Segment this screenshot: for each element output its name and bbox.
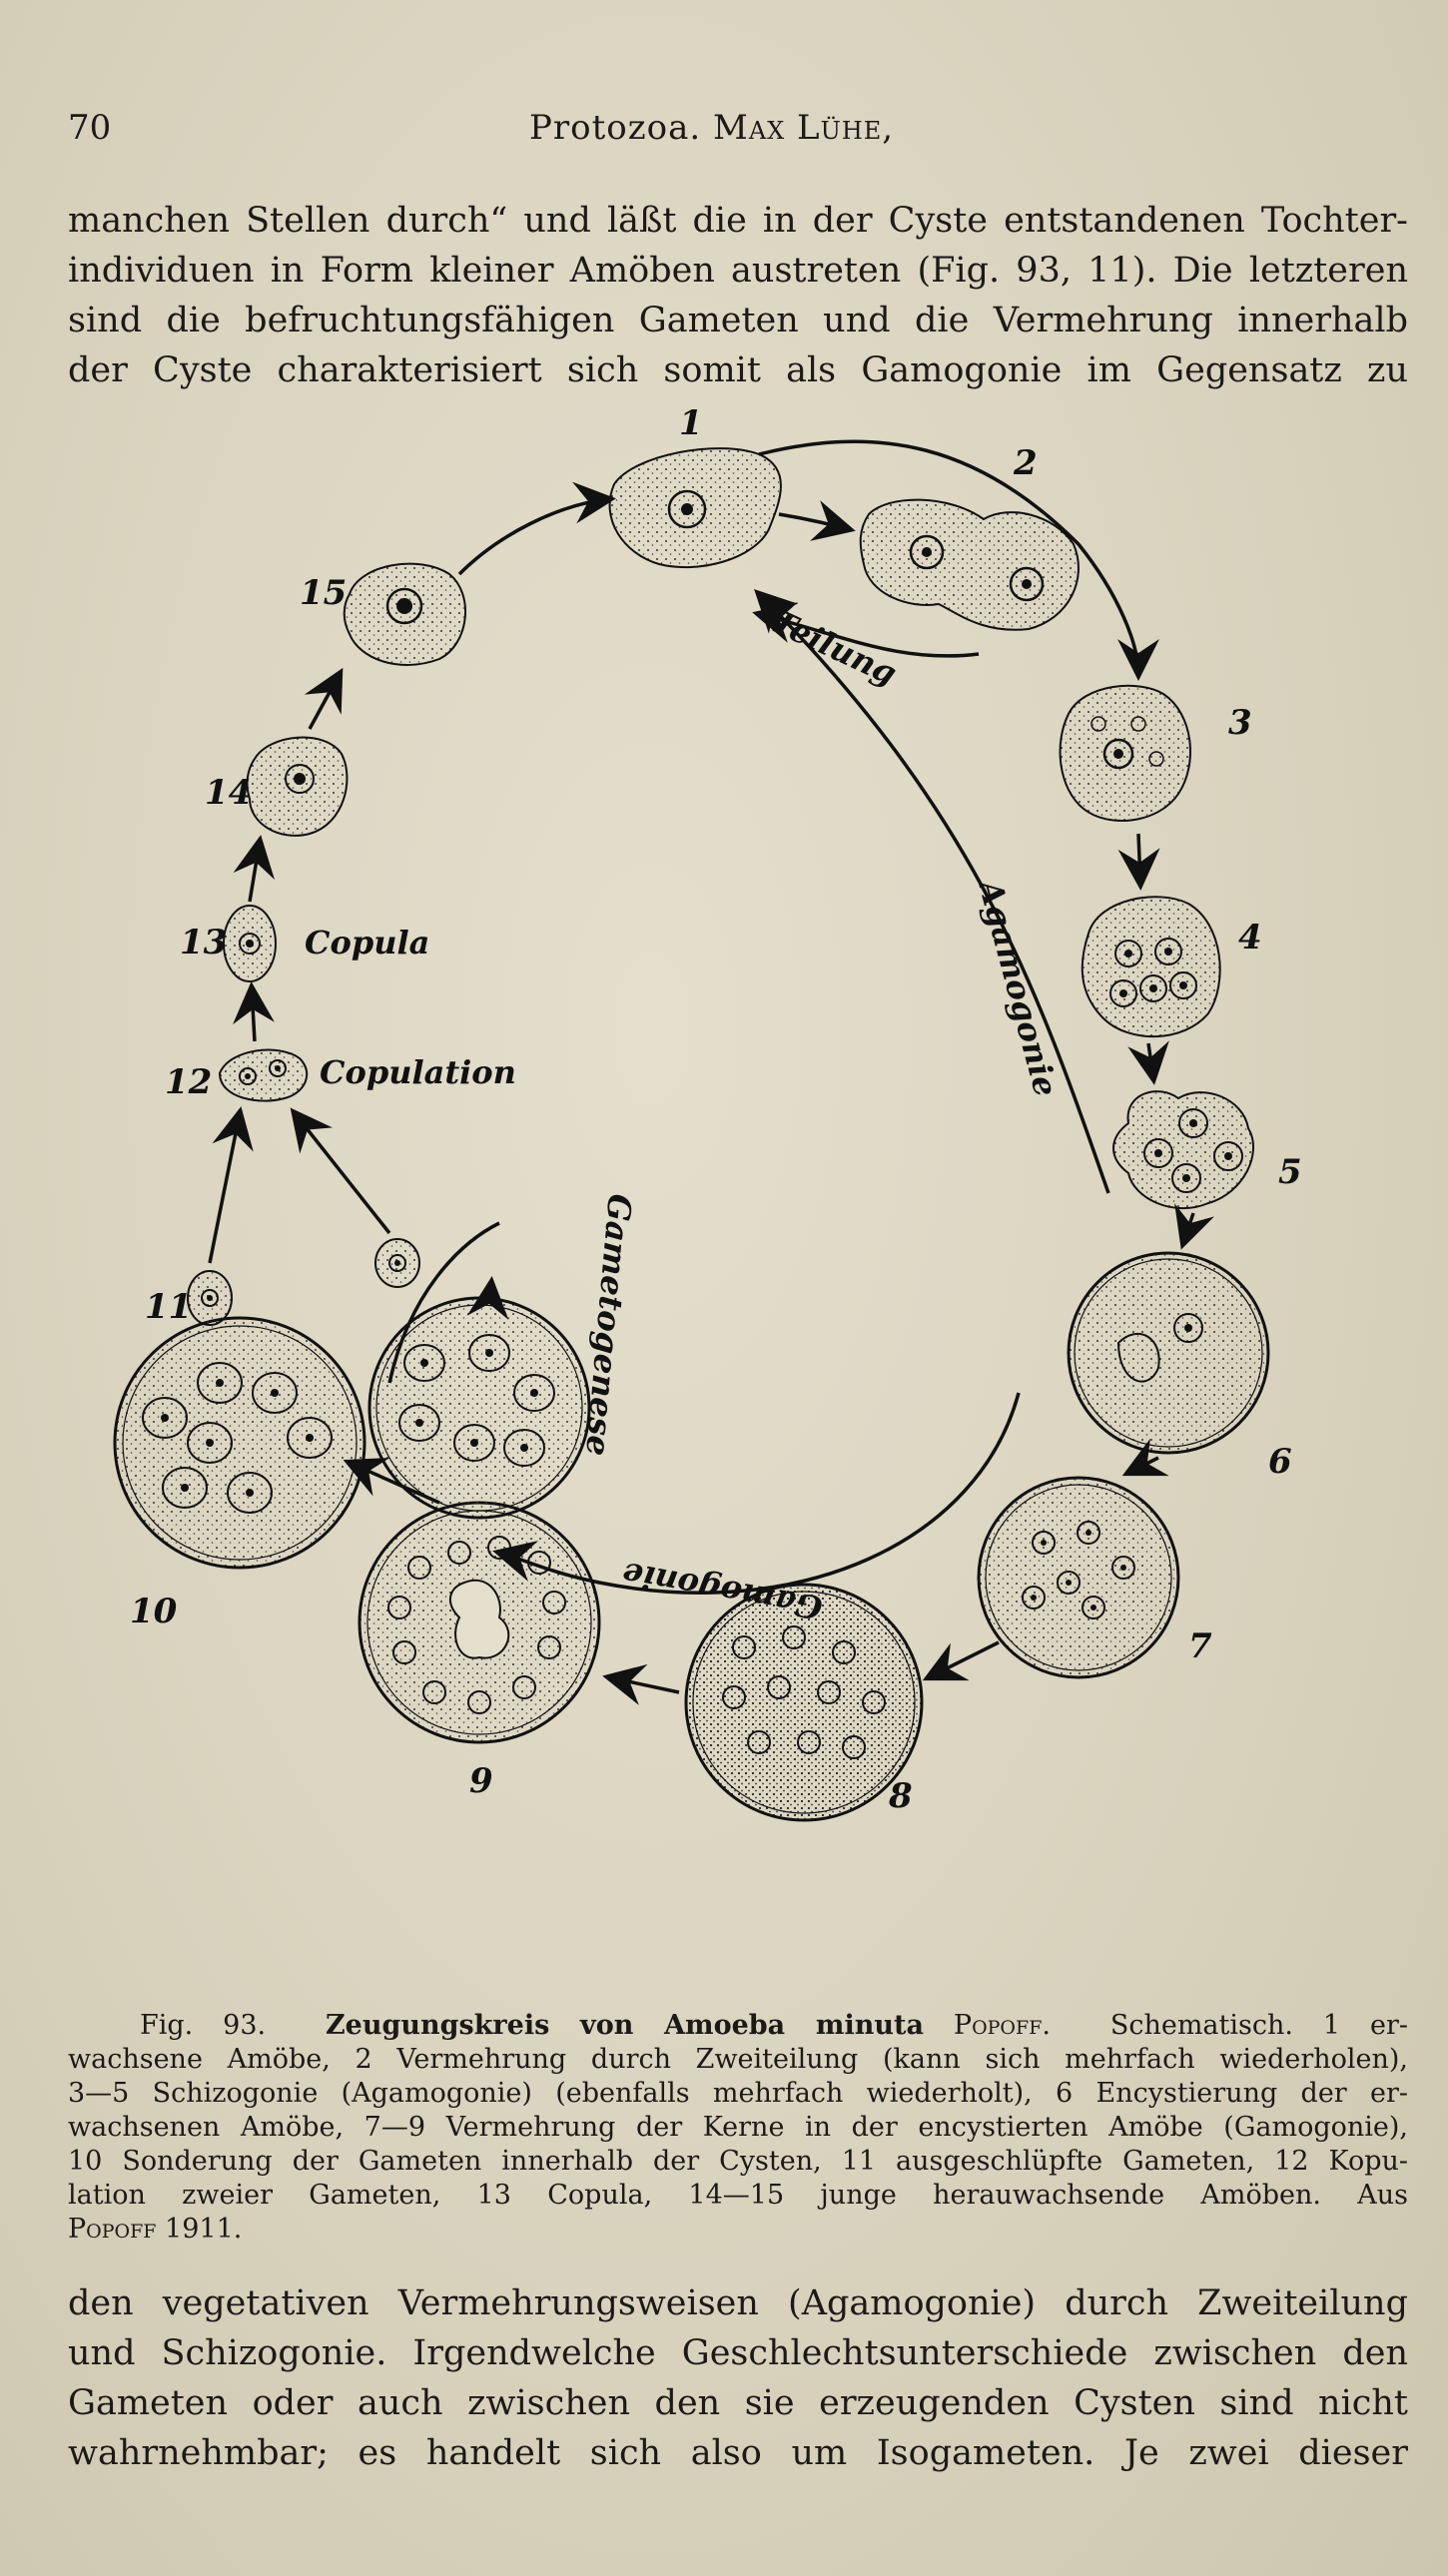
label-agamogonie: Agamogonie xyxy=(970,873,1065,1100)
caption-line: Popoff 1911. xyxy=(68,2214,243,2245)
label-1: 1 xyxy=(679,403,703,443)
cycle-arrows xyxy=(208,439,1214,1705)
text-line: und Schizogonie. Irgendwelche Geschlecht… xyxy=(68,2333,1408,2373)
stage-6-cyst xyxy=(1067,1251,1270,1455)
stage-12-copulation xyxy=(218,1048,309,1102)
stage-10-cyst-left xyxy=(113,1316,366,1570)
caption-author: Popoff. xyxy=(953,2010,1051,2041)
label-7: 7 xyxy=(1188,1626,1212,1666)
label-copulation: Copulation xyxy=(320,1053,516,1091)
label-5: 5 xyxy=(1278,1152,1302,1192)
label-4: 4 xyxy=(1238,918,1262,958)
caption-line: Fig. 93. Zeugungskreis von Amoeba minuta… xyxy=(68,2009,1408,2043)
label-10: 10 xyxy=(130,1592,178,1631)
page-number: 70 xyxy=(68,108,112,148)
text-line: individuen in Form kleiner Amöben austre… xyxy=(68,251,1408,291)
stage-4-schizont xyxy=(1081,896,1221,1038)
caption-fig-label: Fig. 93. xyxy=(140,2010,267,2041)
label-gametogenese: Gametogenese xyxy=(578,1192,639,1457)
text-line: wahrnehmbar; es handelt sich also um Iso… xyxy=(68,2433,1408,2473)
stage-11-gametes xyxy=(187,1238,420,1326)
stage-14-young-amoeba xyxy=(246,736,349,837)
stage-15-young-amoeba xyxy=(343,562,466,666)
figure-93: 1 2 3 4 5 6 7 8 9 10 11 12 13 14 15 Teil… xyxy=(80,394,1398,1992)
label-6: 6 xyxy=(1268,1442,1292,1482)
label-8: 8 xyxy=(888,1776,913,1816)
caption-line: lation zweier Gameten, 13 Copula, 14—15 … xyxy=(68,2180,1408,2211)
stage-5-schizogony xyxy=(1112,1090,1254,1210)
figure-caption: Fig. 93. Zeugungskreis von Amoeba minuta… xyxy=(68,2009,1408,2247)
caption-line: 10 Sonderung der Gameten innerhalb der C… xyxy=(68,2146,1408,2177)
caption-line: wachsenen Amöbe, 7—9 Vermehrung der Kern… xyxy=(68,2112,1408,2143)
text-line: der Cyste charakterisiert sich somit als… xyxy=(68,350,1408,390)
label-13: 13 xyxy=(180,923,227,963)
stage-numbers: 1 2 3 4 5 6 7 8 9 10 11 12 13 14 15 xyxy=(130,403,1302,1816)
label-copula: Copula xyxy=(305,924,429,962)
caption-line: 3—5 Schizogonie (Agamogonie) (ebenfalls … xyxy=(68,2078,1408,2109)
stage-8-cyst xyxy=(684,1583,924,1822)
stage-3-amoeba xyxy=(1059,684,1191,822)
outro-paragraph: den vegetativen Vermehrungsweisen (Agamo… xyxy=(68,2278,1408,2478)
label-12: 12 xyxy=(165,1062,212,1102)
stage-7-cyst xyxy=(977,1476,1180,1679)
stage-1-amoeba xyxy=(608,447,782,568)
caption-line: wachsene Amöbe, 2 Vermehrung durch Zweit… xyxy=(68,2044,1408,2075)
label-11: 11 xyxy=(145,1287,192,1327)
intro-paragraph: manchen Stellen durch“ und läßt die in d… xyxy=(68,196,1408,395)
text-line: Gameten oder auch zwischen den sie erzeu… xyxy=(68,2383,1408,2423)
label-2: 2 xyxy=(1013,443,1038,483)
label-15: 15 xyxy=(300,573,347,613)
stage-9-cyst xyxy=(358,1501,601,1744)
label-14: 14 xyxy=(205,773,252,813)
label-9: 9 xyxy=(469,1761,493,1801)
caption-title: Zeugungskreis von Amoeba minuta xyxy=(325,2010,924,2041)
stage-13-copula xyxy=(223,905,277,982)
life-cycle-diagram: 1 2 3 4 5 6 7 8 9 10 11 12 13 14 15 Teil… xyxy=(113,403,1302,1822)
running-head-author: Max Lühe, xyxy=(713,108,895,148)
caption-first-line-tail: Schematisch. 1 er- xyxy=(1109,2010,1408,2041)
running-head-title: Protozoa. xyxy=(529,108,702,148)
running-head: Protozoa. Max Lühe, xyxy=(529,108,894,148)
text-line: sind die befruchtungsfähigen Gameten und… xyxy=(68,301,1408,340)
text-line: den vegetativen Vermehrungsweisen (Agamo… xyxy=(68,2283,1408,2323)
stage-2-dividing-amoeba xyxy=(859,498,1080,631)
page-header: 70 Protozoa. Max Lühe, xyxy=(68,108,1386,158)
label-3: 3 xyxy=(1228,703,1252,743)
text-line: manchen Stellen durch“ und läßt die in d… xyxy=(68,201,1408,241)
